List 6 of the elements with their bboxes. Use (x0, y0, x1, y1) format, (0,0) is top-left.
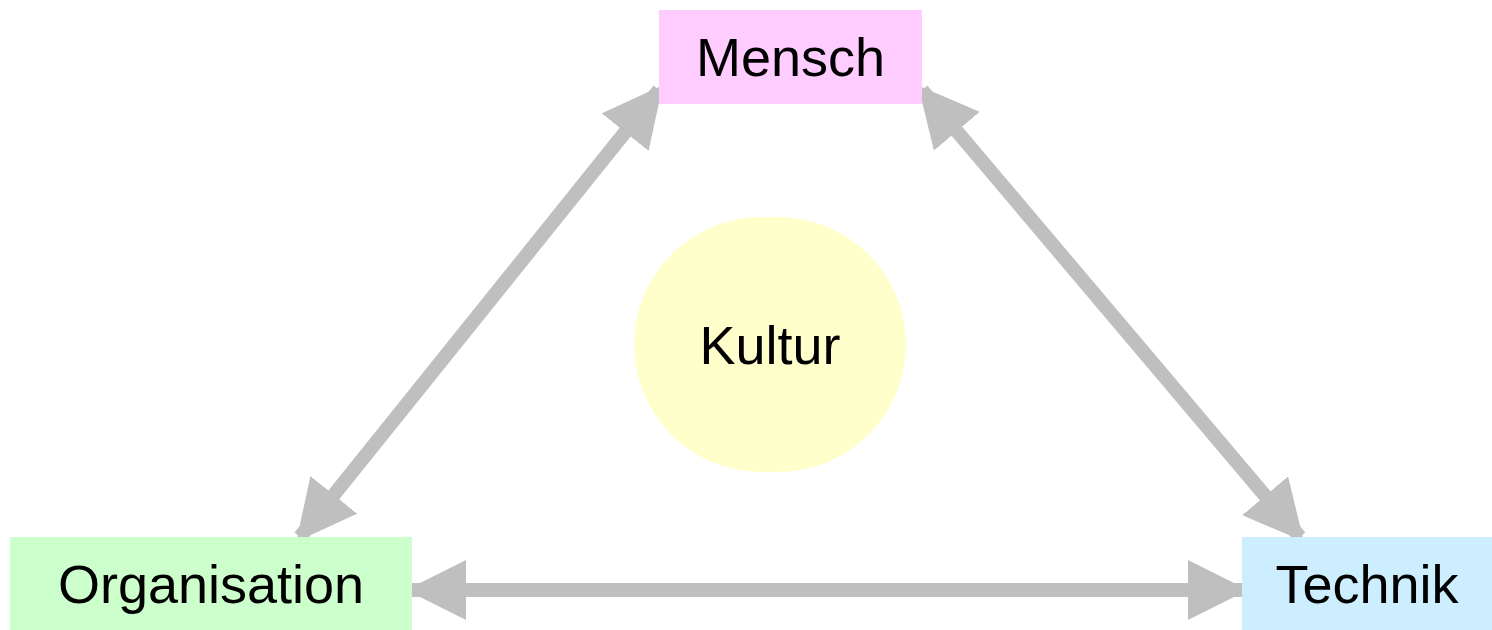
node-label: Kultur (699, 317, 841, 372)
node-label: Technik (1275, 556, 1459, 611)
node-label: Mensch (695, 30, 886, 84)
label-box (659, 10, 922, 104)
label-box (1242, 537, 1492, 630)
label-box (10, 537, 412, 630)
